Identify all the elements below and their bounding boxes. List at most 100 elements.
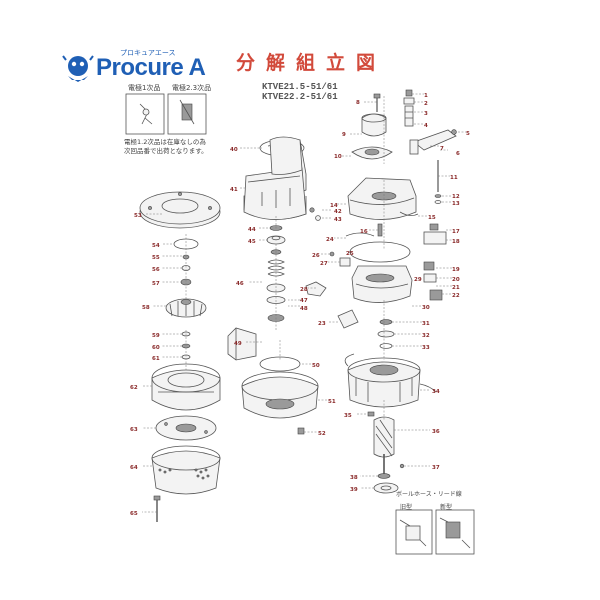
part-19-22-thermal-protector bbox=[423, 261, 443, 301]
part-label-11: 11 bbox=[450, 175, 458, 181]
part-10-flange bbox=[351, 146, 393, 160]
part-label-31: 31 bbox=[422, 321, 430, 327]
part-label-17: 17 bbox=[452, 229, 460, 235]
part-36-rotor bbox=[373, 416, 395, 476]
part-49-cushion bbox=[227, 327, 257, 361]
part-label-23: 23 bbox=[318, 321, 326, 327]
model-number-1: KTVE21.5-51/61 bbox=[262, 82, 338, 92]
part-37-38-39-bearing bbox=[373, 463, 405, 494]
brand-kana: プロキュアエース bbox=[120, 49, 176, 57]
part-label-2: 2 bbox=[424, 101, 428, 107]
part-label-65: 65 bbox=[130, 511, 138, 517]
part-label-58: 58 bbox=[142, 305, 150, 311]
new-type-label: 新型 bbox=[440, 504, 453, 511]
part-label-24: 24 bbox=[326, 237, 334, 243]
part-23-cable-clip bbox=[337, 309, 359, 329]
part-31-33-bearing-seals bbox=[377, 319, 395, 349]
part-label-19: 19 bbox=[452, 267, 460, 273]
part-label-33: 33 bbox=[422, 345, 430, 351]
part-label-14: 14 bbox=[330, 203, 338, 209]
part-label-53: 53 bbox=[134, 213, 142, 219]
electrode-primary-label: 電極1次品 bbox=[128, 84, 161, 92]
part-label-13: 13 bbox=[452, 201, 460, 207]
electrode-note-line-2: 次回品番で出荷となります。 bbox=[124, 147, 208, 155]
part-label-64: 64 bbox=[130, 465, 138, 471]
part-42-43-screws bbox=[309, 207, 321, 221]
part-label-48: 48 bbox=[300, 306, 308, 312]
part-label-10: 10 bbox=[334, 154, 342, 160]
part-label-51: 51 bbox=[328, 399, 336, 405]
part-5-7-clamp bbox=[409, 129, 457, 155]
part-label-16: 16 bbox=[360, 229, 368, 235]
part-50-oring bbox=[259, 356, 301, 372]
part-41-motor-frame bbox=[243, 136, 307, 220]
part-label-32: 32 bbox=[422, 333, 430, 339]
leader-lines bbox=[142, 93, 466, 513]
part-label-38: 38 bbox=[350, 475, 358, 481]
part-label-62: 62 bbox=[130, 385, 138, 391]
part-label-61: 61 bbox=[152, 356, 160, 362]
electrode-note-line-1: 電極1.2次品は在庫なしの為 bbox=[124, 138, 206, 146]
part-label-15: 15 bbox=[428, 215, 436, 221]
part-54-gasket bbox=[173, 238, 199, 250]
part-label-29: 29 bbox=[414, 277, 422, 283]
part-label-46: 46 bbox=[236, 281, 244, 287]
part-label-54: 54 bbox=[152, 243, 160, 249]
part-24-gasket bbox=[345, 232, 375, 237]
part-label-12: 12 bbox=[452, 194, 460, 200]
procure-a-logo bbox=[62, 55, 94, 82]
part-label-40: 40 bbox=[230, 147, 238, 153]
part-1-3-cable-gland bbox=[403, 89, 415, 127]
part-label-55: 55 bbox=[152, 255, 160, 261]
part-label-63: 63 bbox=[130, 427, 138, 433]
part-label-26: 26 bbox=[312, 253, 320, 259]
brand-name: Procure A bbox=[96, 54, 206, 81]
part-52-drain-plug bbox=[297, 427, 305, 435]
part-17-18-capacitor-box bbox=[423, 223, 447, 245]
part-label-42: 42 bbox=[334, 209, 342, 215]
part-29-30-stator-cover bbox=[351, 265, 413, 303]
part-label-45: 45 bbox=[248, 239, 256, 245]
part-number-labels: 1 2 3 4 5 6 7 8 9 10 11 12 13 14 15 16 1… bbox=[130, 93, 470, 517]
part-label-56: 56 bbox=[152, 267, 160, 273]
part-label-30: 30 bbox=[422, 305, 430, 311]
part-9-handle bbox=[361, 113, 387, 137]
part-35-key bbox=[367, 411, 375, 417]
wiring-legend bbox=[395, 509, 475, 555]
electrode-note: 電極1.2次品は在庫なしの為 次回品番で出荷となります。 bbox=[124, 138, 208, 156]
part-label-52: 52 bbox=[318, 431, 326, 437]
part-label-37: 37 bbox=[432, 465, 440, 471]
part-label-34: 34 bbox=[432, 389, 440, 395]
part-label-47: 47 bbox=[300, 298, 308, 304]
part-label-22: 22 bbox=[452, 293, 460, 299]
wiring-caption: ボールホース・リード線 bbox=[396, 491, 462, 498]
part-14-upper-cover bbox=[347, 177, 417, 220]
part-label-1: 1 bbox=[424, 93, 428, 99]
part-label-4: 4 bbox=[424, 123, 428, 129]
part-label-60: 60 bbox=[152, 345, 160, 351]
electrode-secondary-label: 電極2.3次品 bbox=[172, 84, 212, 92]
part-65-bolt bbox=[153, 495, 161, 522]
part-label-41: 41 bbox=[230, 187, 238, 193]
part-label-50: 50 bbox=[312, 363, 320, 369]
model-number-2: KTVE22.2-51/61 bbox=[262, 92, 338, 102]
part-label-36: 36 bbox=[432, 429, 440, 435]
part-11-13-pins bbox=[434, 160, 442, 204]
part-44-45-seal bbox=[266, 225, 286, 245]
part-59-60-61-washers bbox=[181, 331, 191, 360]
part-label-20: 20 bbox=[452, 277, 460, 283]
part-label-21: 21 bbox=[452, 285, 460, 291]
electrode-legend-box bbox=[125, 93, 207, 135]
mascot-icon bbox=[62, 55, 94, 82]
part-63-suction-plate bbox=[155, 415, 217, 441]
part-62-casing bbox=[151, 363, 221, 411]
part-label-57: 57 bbox=[152, 281, 160, 287]
part-label-3: 3 bbox=[424, 111, 428, 117]
part-label-39: 39 bbox=[350, 487, 358, 493]
part-8-bolt bbox=[373, 93, 381, 112]
part-34-stator bbox=[344, 353, 437, 408]
part-label-5: 5 bbox=[466, 131, 470, 137]
part-51-bracket bbox=[241, 371, 319, 419]
